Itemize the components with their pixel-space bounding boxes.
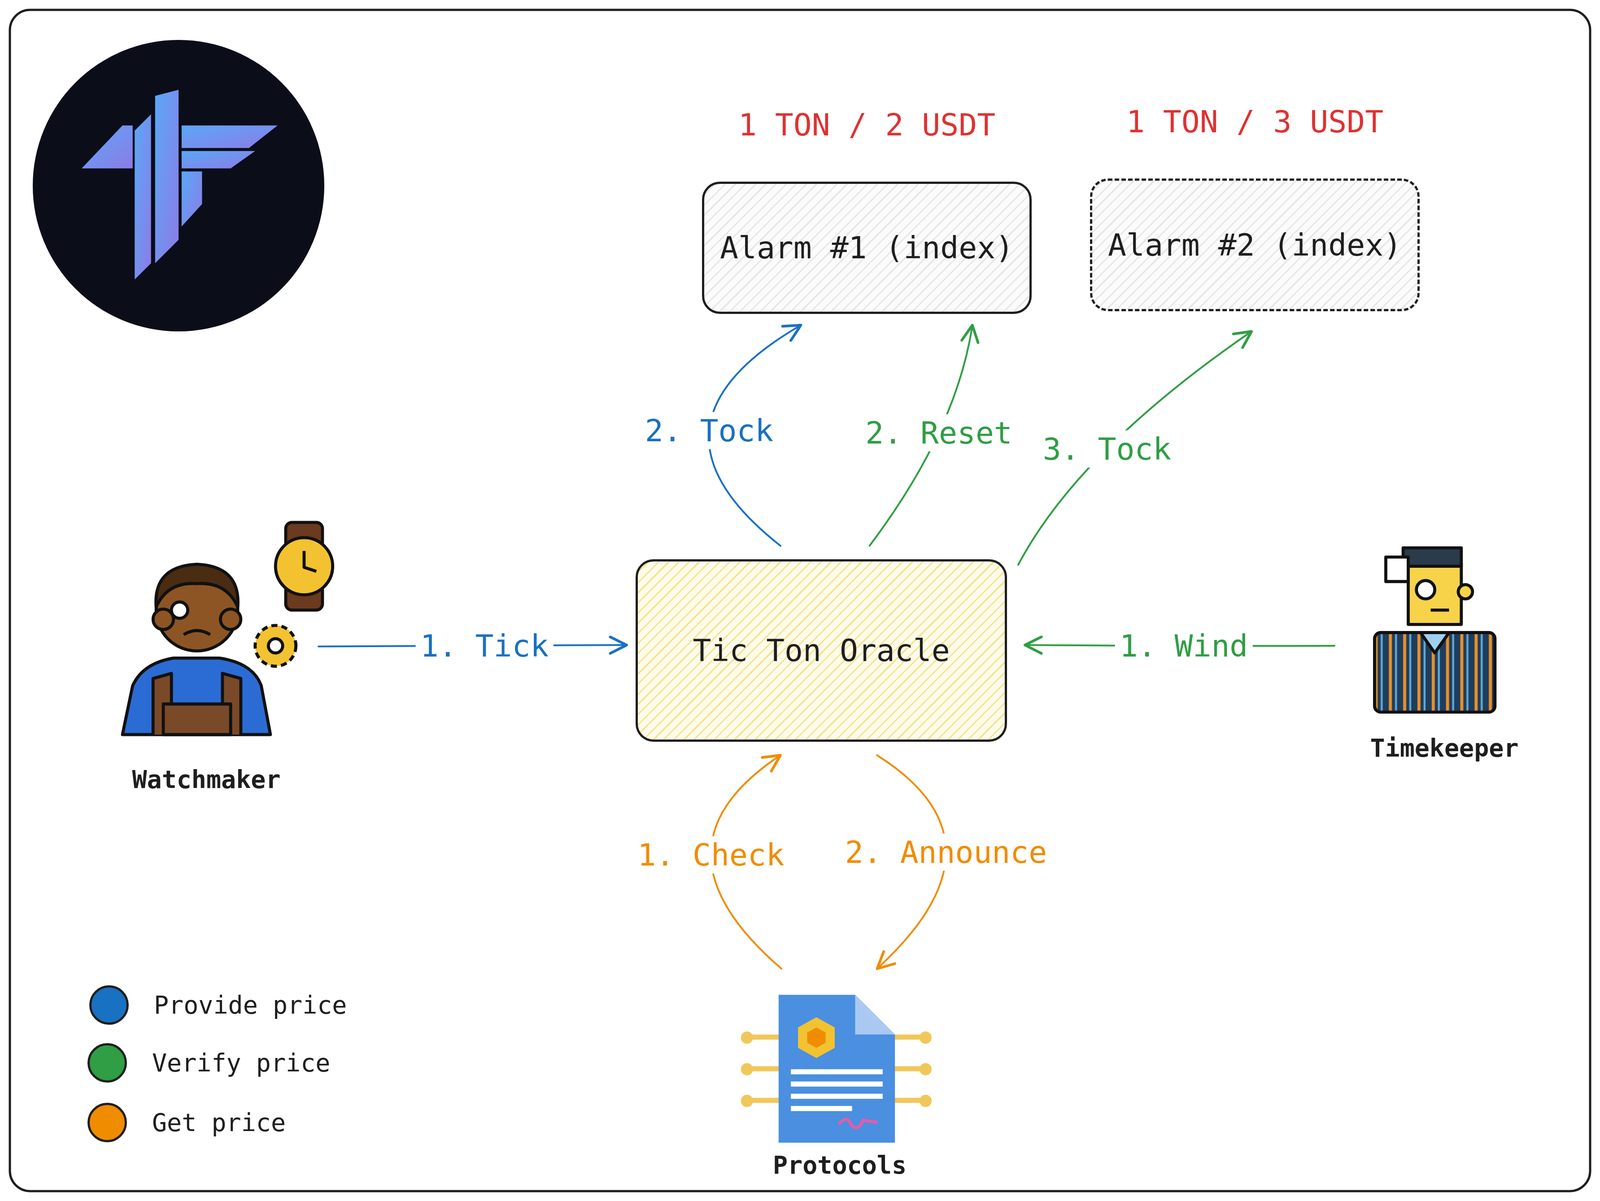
edge-label: 1. Wind bbox=[1115, 627, 1253, 665]
edge-label: 3. Tock bbox=[1038, 430, 1177, 468]
figure-caption: Watchmaker bbox=[131, 765, 281, 794]
edge-label: 1. Tick bbox=[415, 627, 554, 665]
legend-text: Get price bbox=[152, 1108, 286, 1138]
alarm-box: 1 TON / 2 USDTAlarm #1 (index) bbox=[701, 181, 1032, 314]
frame bbox=[9, 9, 1591, 1192]
legend-text: Verify price bbox=[152, 1048, 331, 1078]
logo bbox=[32, 39, 325, 332]
figure-node: Watchmaker bbox=[112, 515, 301, 794]
figure-node: Timekeeper bbox=[1350, 538, 1539, 763]
legend-swatch bbox=[87, 1043, 127, 1083]
price-heading: 1 TON / 2 USDT bbox=[738, 107, 996, 143]
connector bbox=[1018, 331, 1252, 565]
oracle-box: Tic Ton Oracle bbox=[635, 559, 1008, 742]
alarm-box: 1 TON / 3 USDTAlarm #2 (index) bbox=[1089, 178, 1420, 312]
legend-swatch bbox=[87, 1102, 127, 1143]
protocols-figure bbox=[741, 994, 932, 1143]
edge-label: 2. Announce bbox=[840, 833, 1052, 872]
edge-label: 2. Reset bbox=[860, 414, 1017, 452]
legend-swatch bbox=[89, 985, 129, 1025]
figure-node: Protocols bbox=[735, 986, 944, 1180]
timekeeper-figure bbox=[1374, 548, 1495, 713]
edge-label: 2. Tock bbox=[640, 412, 779, 450]
legend-text: Provide price bbox=[153, 990, 347, 1020]
edge-label: 1. Check bbox=[632, 836, 790, 874]
watchmaker-figure bbox=[122, 522, 333, 735]
figure-caption: Protocols bbox=[772, 1150, 907, 1180]
alarm-label: Alarm #1 (index) bbox=[719, 228, 1014, 267]
figure-caption: Timekeeper bbox=[1369, 733, 1519, 763]
alarm-label: Alarm #2 (index) bbox=[1107, 226, 1402, 265]
price-heading: 1 TON / 3 USDT bbox=[1126, 104, 1384, 140]
node-label: Tic Ton Oracle bbox=[692, 631, 950, 670]
